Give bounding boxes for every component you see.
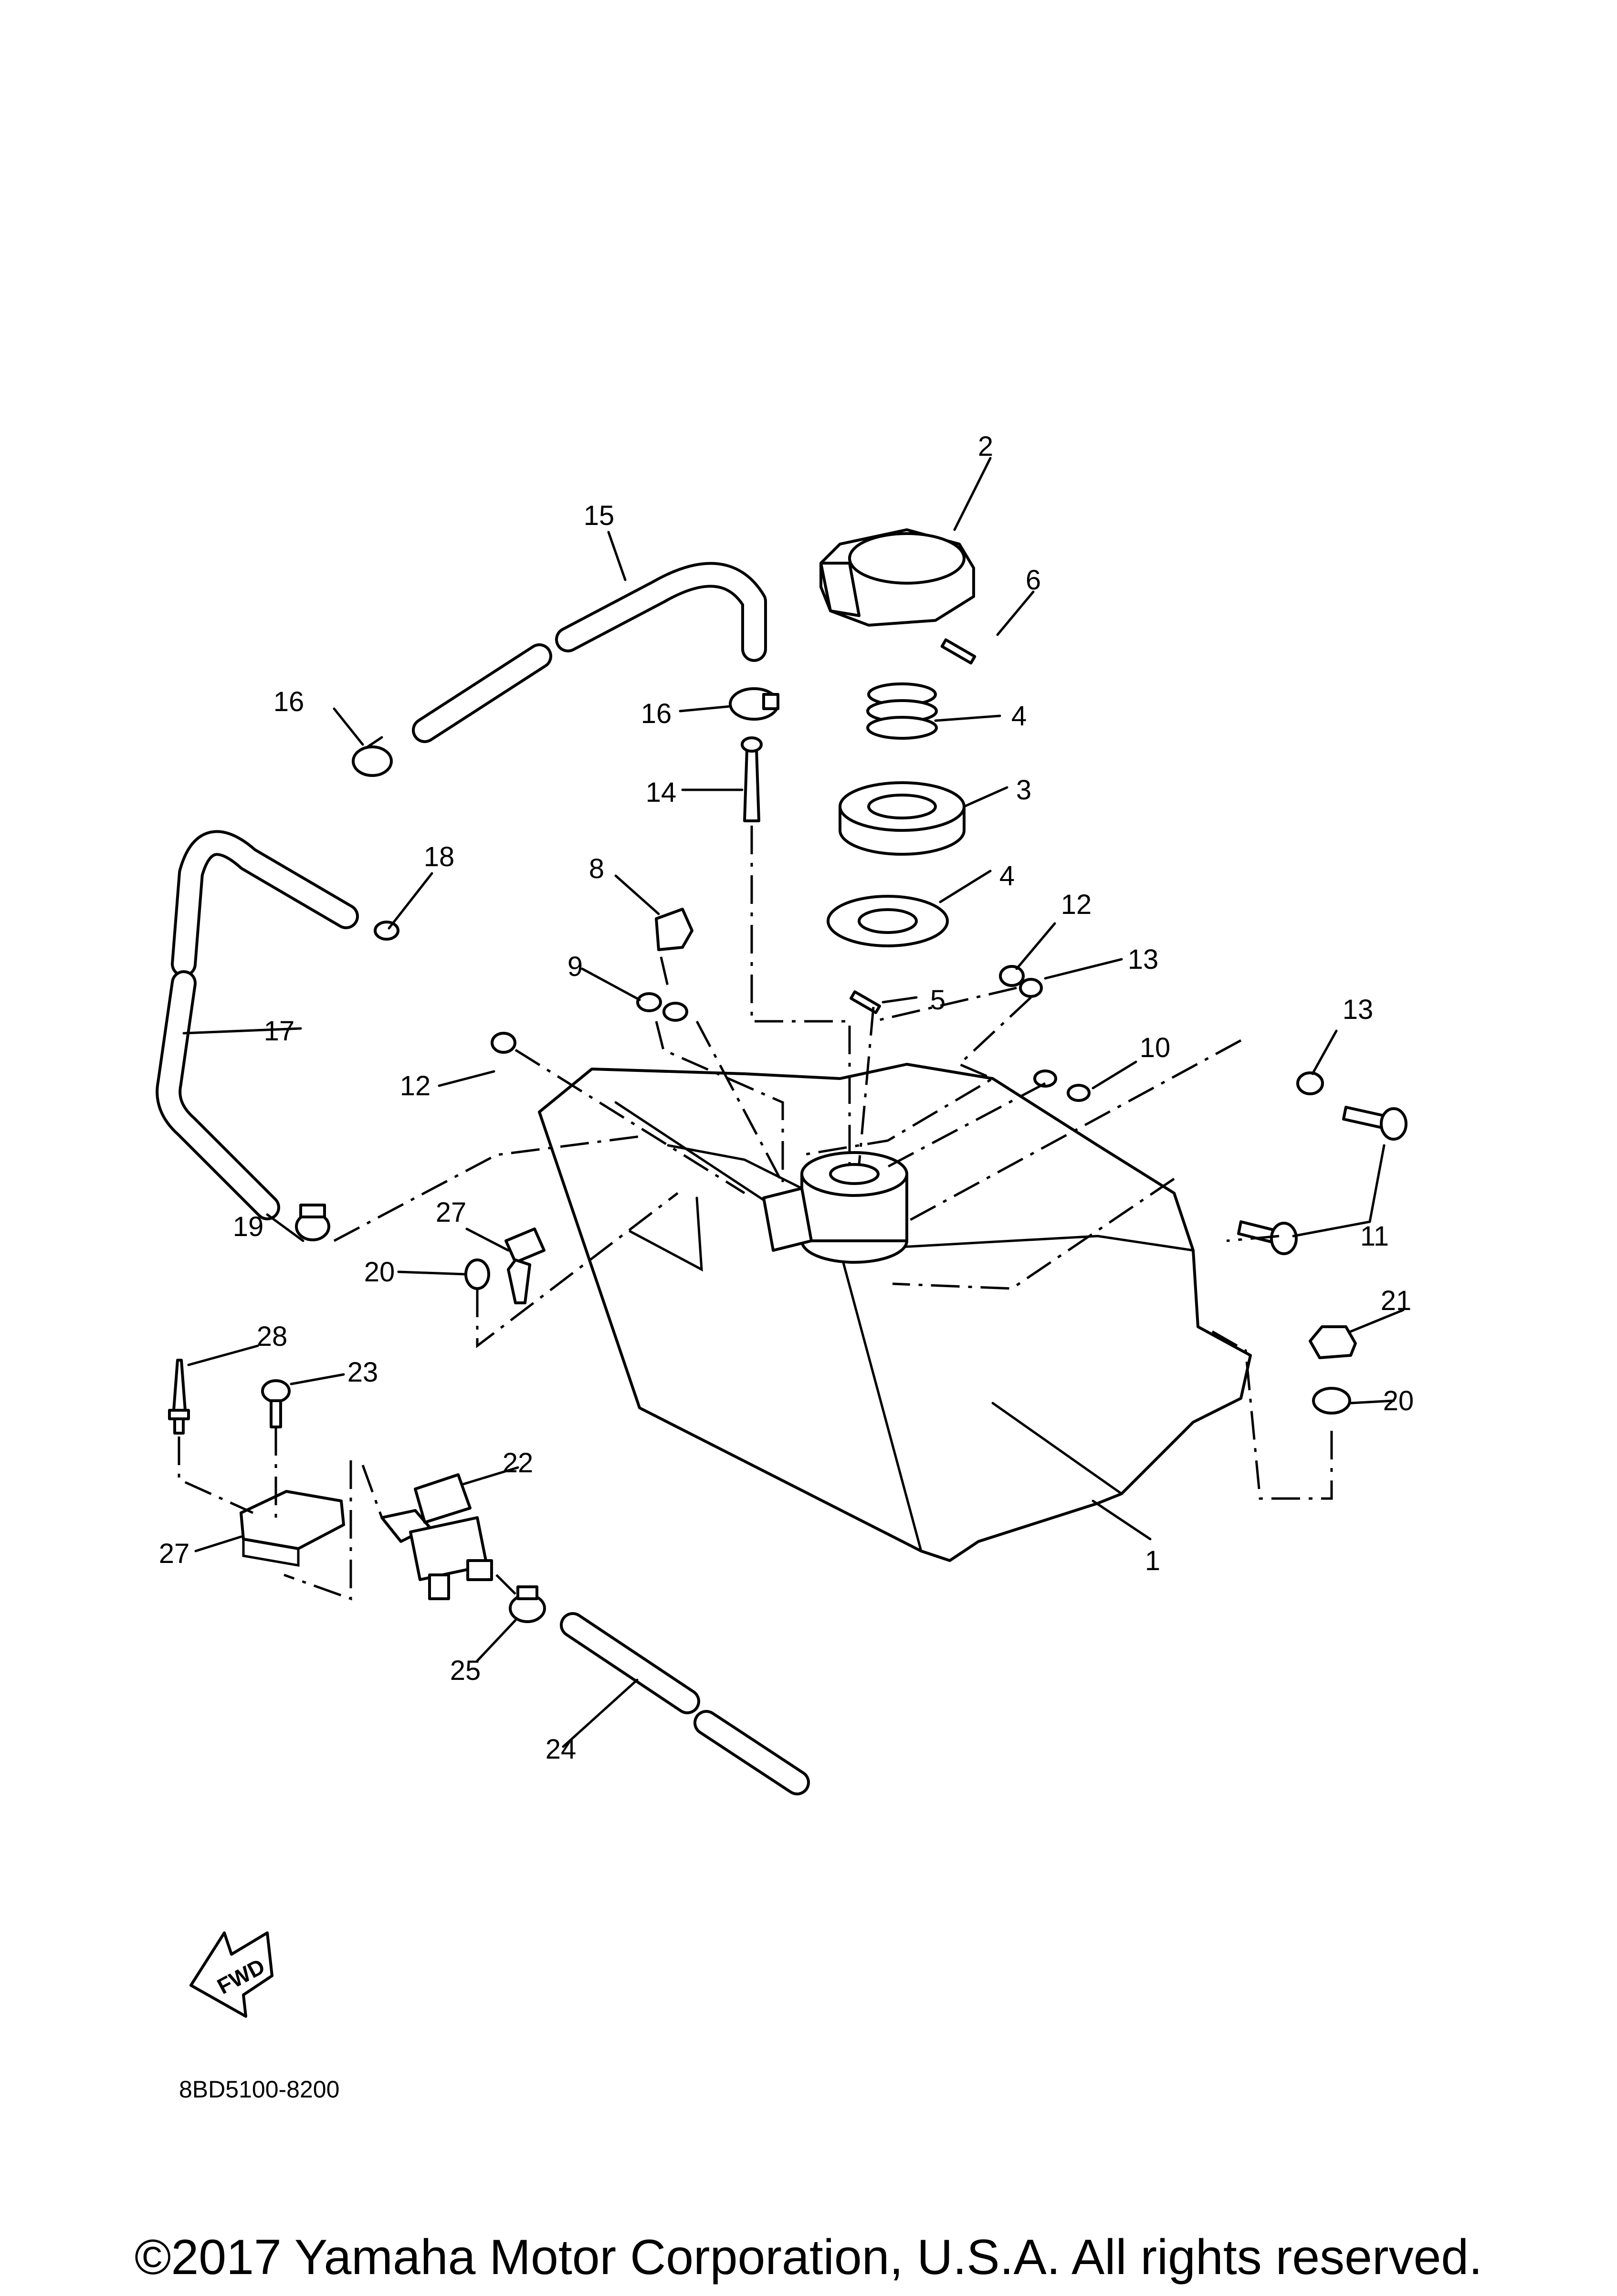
joint-14 (741, 736, 763, 822)
collar-12-left (491, 1032, 516, 1054)
callout-25: 25 (450, 1655, 481, 1686)
callout-21: 21 (1381, 1285, 1412, 1316)
callout-5: 4 (1011, 701, 1027, 732)
callout-18: 18 (424, 841, 455, 872)
callout-26: 27 (436, 1197, 467, 1228)
screw-23 (261, 1379, 291, 1428)
clamp-16-left (352, 736, 393, 777)
callout-9: 9 (567, 951, 583, 982)
callout-16-center: 16 (641, 698, 672, 729)
copyright-notice: ©2017 Yamaha Motor Corporation, U.S.A. A… (135, 2230, 1482, 2285)
callout-12-right: 12 (1061, 889, 1092, 920)
bracket-27 (240, 1490, 345, 1567)
callout-2: 2 (978, 431, 993, 462)
callout-numbers: 2 6 4 3 4 5 12 13 13 10 11 15 16 16 14 1… (159, 431, 1414, 1765)
clip-18 (374, 921, 399, 941)
fuel-hose-24 (560, 1612, 810, 1795)
callout-24: 24 (546, 1734, 577, 1765)
clamp-25 (509, 1585, 546, 1623)
callout-11: 11 (1360, 1221, 1389, 1252)
collar-12-right (999, 965, 1025, 987)
clips-10 (1033, 1069, 1091, 1102)
check-valve-8 (655, 908, 693, 951)
callout-23: 23 (347, 1357, 378, 1388)
washer-13-far (1296, 1071, 1324, 1095)
fuel-cap (819, 528, 975, 627)
callout-1: 1 (1145, 1545, 1160, 1576)
callout-14: 14 (646, 777, 677, 808)
callout-7: 6 (1026, 565, 1041, 596)
clamp-16-center (729, 687, 779, 721)
callout-4: 4 (999, 860, 1015, 891)
spring (866, 682, 938, 740)
callout-13-far: 13 (1343, 994, 1374, 1025)
callout-22: 22 (503, 1447, 534, 1478)
callout-6: 5 (930, 985, 945, 1016)
washer-13-right (1019, 978, 1043, 998)
callout-20-left: 20 (364, 1257, 395, 1288)
filler-neck (762, 1151, 908, 1264)
callout-12-left: 12 (400, 1070, 431, 1101)
callout-28: 28 (257, 1321, 288, 1352)
callout-19: 19 (233, 1211, 264, 1242)
callout-8: 8 (589, 853, 604, 884)
callout-16-left: 16 (273, 686, 304, 717)
callout-27: 27 (159, 1538, 190, 1569)
breather-hose-17 (156, 830, 359, 1220)
callout-3: 3 (1016, 775, 1031, 806)
pin-6 (850, 990, 881, 1014)
washer-20-right (1312, 1387, 1351, 1415)
fuel-tank (538, 1063, 1252, 1562)
part-code: 8BD5100-8200 (179, 2076, 339, 2103)
fwd-arrow-icon: FWD (189, 1931, 273, 2018)
bolts-11 (1237, 1106, 1407, 1255)
callout-20-right: 20 (1383, 1385, 1414, 1416)
clips-9 (636, 992, 688, 1022)
clamp-19 (295, 1204, 330, 1241)
breather-hose-15 (412, 562, 767, 743)
callout-10: 10 (1140, 1032, 1171, 1063)
callout-17: 17 (264, 1016, 295, 1047)
gasket (839, 781, 966, 856)
plate (827, 895, 949, 947)
pin (940, 638, 976, 665)
leader-lines (182, 457, 1405, 1748)
rivet-28 (168, 1359, 190, 1435)
bolt-26 (504, 1227, 546, 1304)
assembly-dash-lines (178, 826, 1333, 1601)
callout-15: 15 (584, 500, 615, 531)
washer-20-left (464, 1258, 490, 1290)
nut-21 (1309, 1325, 1357, 1359)
callout-13-right: 13 (1128, 944, 1159, 975)
fuel-cock-22 (380, 1473, 493, 1600)
